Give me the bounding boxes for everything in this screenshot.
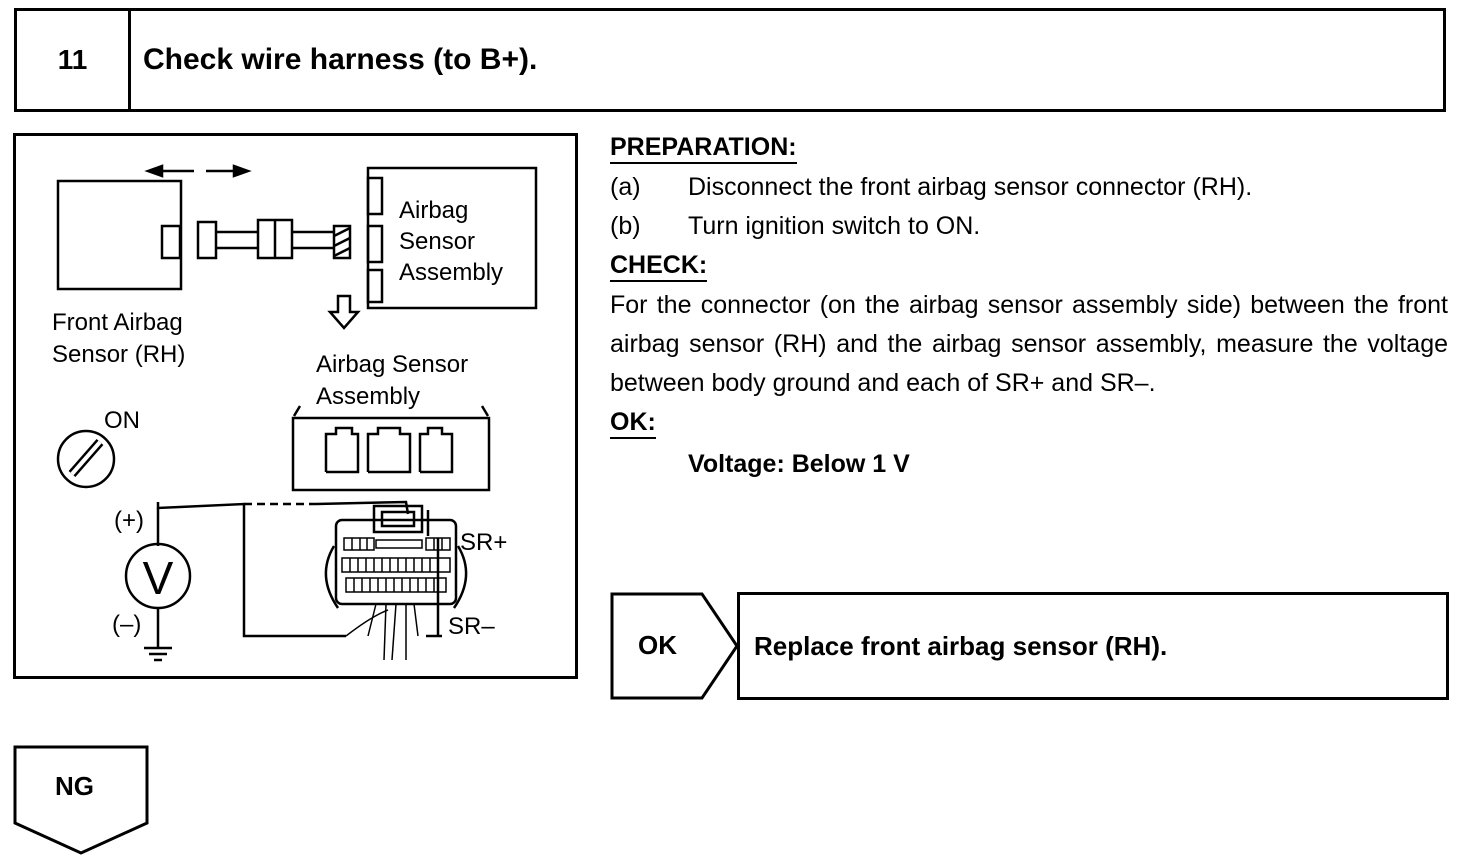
sr-plus-label: SR+ xyxy=(460,529,507,556)
ok-heading: OK: xyxy=(610,407,656,439)
preparation-heading: PREPARATION: xyxy=(610,132,797,164)
ignition-switch-shape xyxy=(56,429,116,489)
ignition-on-label: ON xyxy=(104,407,140,434)
connector-label-line1: Airbag Sensor xyxy=(316,351,468,378)
ng-label: NG xyxy=(55,771,94,801)
minus-label: (–) xyxy=(112,611,141,638)
step-header: 11 Check wire harness (to B+). xyxy=(14,8,1446,112)
step-label: (a) xyxy=(610,173,641,201)
front-sensor-label-line2: Sensor (RH) xyxy=(52,341,185,368)
step-text: Turn ignition switch to ON. xyxy=(688,212,981,240)
ok-action-text: Replace front airbag sensor (RH). xyxy=(754,630,1168,661)
step-label: (b) xyxy=(610,212,641,240)
check-text: For the connector (on the airbag sensor … xyxy=(610,291,1448,397)
plus-label: (+) xyxy=(114,507,144,534)
check-heading: CHECK: xyxy=(610,250,708,282)
ok-arrow-box: OK xyxy=(610,592,740,700)
wiring-diagram: Front Airbag Sensor (RH) Airbag Sensor A… xyxy=(13,133,578,679)
step-number: 11 xyxy=(17,11,131,109)
voltmeter-label: V xyxy=(143,552,174,604)
diagram-drawing: Front Airbag Sensor (RH) Airbag Sensor A… xyxy=(52,164,538,662)
preparation-step-a: (a) Disconnect the front airbag sensor c… xyxy=(610,168,1448,207)
connector-housing-shape xyxy=(291,416,491,492)
assembly-label-line2: Sensor xyxy=(399,228,475,255)
preparation-step-b: (b) Turn ignition switch to ON. xyxy=(610,207,1448,246)
sr-minus-label: SR– xyxy=(448,613,495,640)
step-title: Check wire harness (to B+). xyxy=(143,43,538,76)
ng-arrow-box: NG xyxy=(13,745,153,857)
ok-action-box: Replace front airbag sensor (RH). xyxy=(737,592,1449,700)
assembly-label-line3: Assembly xyxy=(399,259,503,286)
ok-label: OK xyxy=(638,630,677,660)
connector-label-line2: Assembly xyxy=(316,383,420,410)
step-text: Disconnect the front airbag sensor conne… xyxy=(688,173,1253,201)
front-sensor-label-line1: Front Airbag xyxy=(52,309,183,336)
assembly-label-line1: Airbag xyxy=(399,197,468,224)
ok-spec: Voltage: Below 1 V xyxy=(688,450,910,478)
instruction-text: PREPARATION: (a) Disconnect the front ai… xyxy=(610,128,1448,484)
